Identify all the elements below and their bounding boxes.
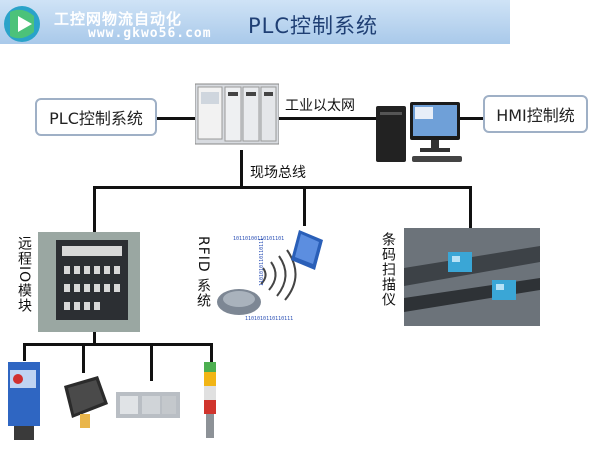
signal-tower-image <box>204 362 216 438</box>
rfid-bits-3: 1101010110110111 <box>245 316 293 322</box>
barcode-scanner-image <box>404 228 540 326</box>
rfid-drop <box>303 186 306 226</box>
io-drop-1 <box>23 343 26 361</box>
rfid-bits-1: 10110100110101101 <box>233 236 284 242</box>
photoelectric-sensor-image <box>8 362 40 440</box>
io-drop-3 <box>150 343 153 381</box>
plc-control-box: PLC控制系统 <box>35 98 157 136</box>
fieldbus-label: 现场总线 <box>250 165 306 181</box>
watermark-url: www.gkwo56.com <box>88 26 212 41</box>
ethernet-label: 工业以太网 <box>285 98 355 114</box>
barcode-label: 条码扫描仪 <box>380 232 396 307</box>
plc-box-link <box>155 117 195 120</box>
hmi-control-box: HMI控制统 <box>483 95 588 133</box>
watermark-text: 工控网物流自动化 <box>54 10 183 28</box>
page-title: PLC控制系统 <box>248 14 379 38</box>
hmi-link <box>455 117 485 120</box>
solenoid-valve-image <box>116 392 180 418</box>
rfid-image: 10110100110101101 1101010110110111 11010… <box>217 230 323 322</box>
barcode-drop <box>469 186 472 228</box>
rfid-label: RFID 系统 <box>195 236 211 309</box>
rfid-bits-2: 1101010110110111 <box>259 238 265 286</box>
io-drop-2 <box>82 343 85 373</box>
remote-io-drop <box>93 186 96 234</box>
io-stem <box>93 330 96 344</box>
fieldbus-line <box>93 186 471 189</box>
io-drop-4 <box>210 343 213 363</box>
ethernet-link <box>278 117 378 120</box>
plc-rack-image <box>195 83 279 145</box>
remote-io-label: 远程IO模块 <box>16 236 32 314</box>
proximity-sensor-image <box>64 376 108 428</box>
computer-image <box>376 102 462 162</box>
header-banner <box>0 0 510 44</box>
play-logo-icon <box>4 6 40 42</box>
io-bus <box>23 343 213 346</box>
fieldbus-drop <box>240 150 243 188</box>
remote-io-image <box>38 232 140 332</box>
